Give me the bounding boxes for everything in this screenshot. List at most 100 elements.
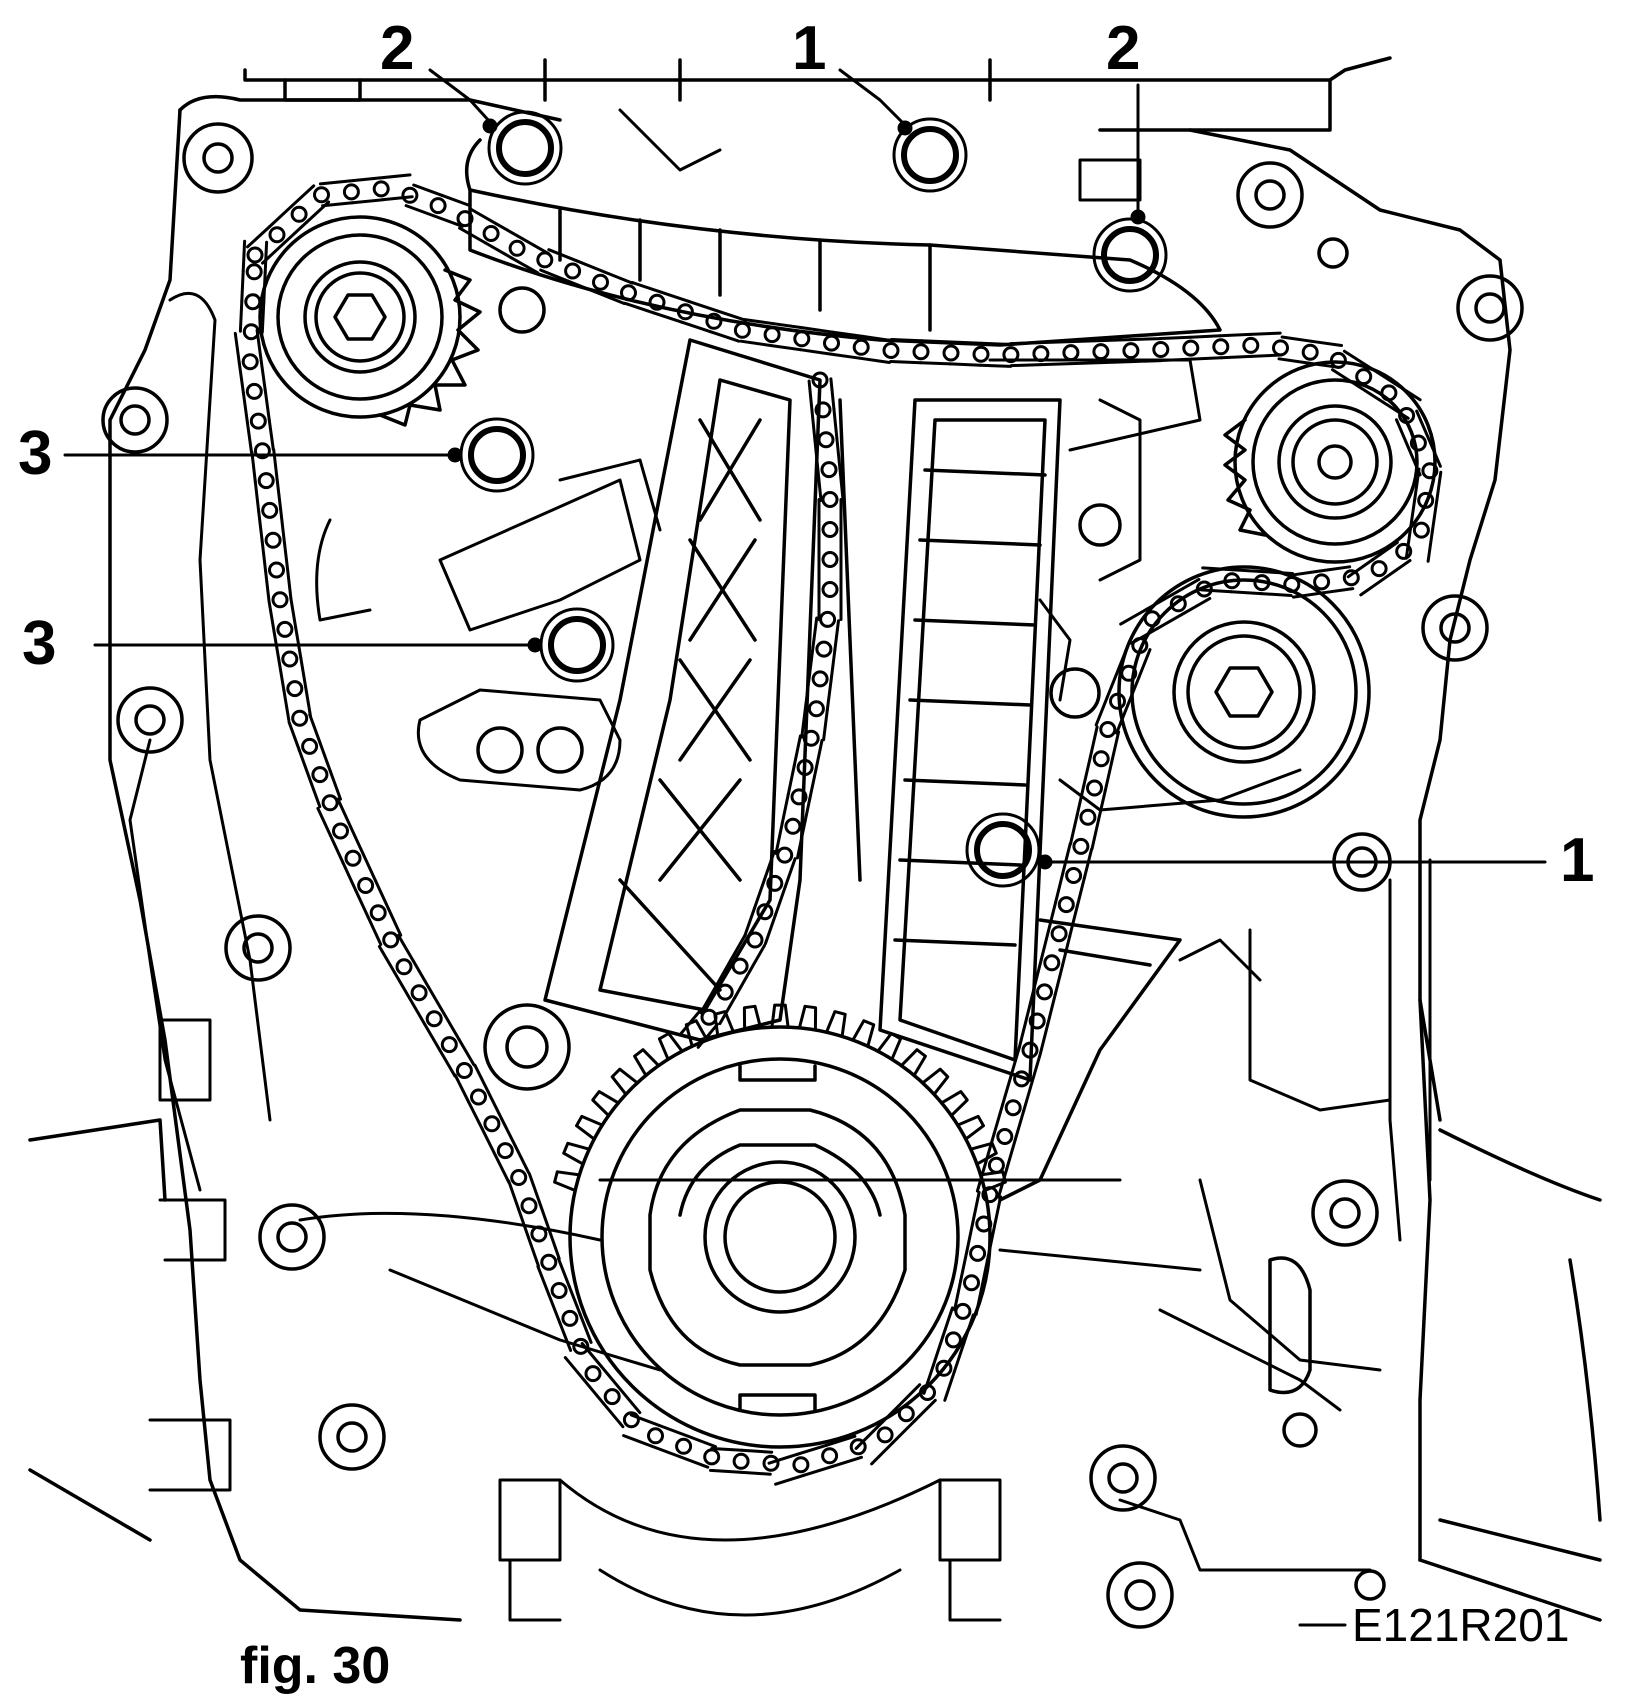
chain-link xyxy=(372,180,390,198)
chain-link xyxy=(311,766,329,784)
chain-plate xyxy=(374,879,390,910)
callout-1-right: 1 xyxy=(1560,826,1595,895)
chain-plate xyxy=(297,748,311,780)
chain-link xyxy=(401,186,419,204)
chain-link xyxy=(1120,664,1138,682)
chain-plate xyxy=(423,1022,442,1052)
chain-plate xyxy=(486,1090,504,1121)
chain-link xyxy=(731,957,749,975)
chain-link xyxy=(313,186,330,204)
chain-plate xyxy=(1117,639,1132,671)
chain-plate xyxy=(500,1117,517,1148)
chain-plate xyxy=(1413,467,1421,501)
chain-plate xyxy=(246,225,272,249)
chain-link xyxy=(756,903,774,921)
chain-link xyxy=(440,1036,458,1054)
chain-link xyxy=(244,293,262,311)
chain-plate xyxy=(351,198,384,205)
chain-plate xyxy=(594,290,626,305)
chain-plate xyxy=(824,1434,857,1447)
chain-plate xyxy=(267,418,275,451)
chain-plate xyxy=(294,626,303,659)
chain-link xyxy=(483,1115,501,1133)
chain-plate xyxy=(623,301,655,315)
figure-caption: fig. 30 xyxy=(240,1637,391,1695)
chain-link xyxy=(520,1197,538,1215)
chain-plate xyxy=(619,1388,642,1415)
chain-plate xyxy=(575,259,606,274)
chain-plate xyxy=(1277,357,1311,365)
chain-link xyxy=(1398,407,1416,424)
chain-link xyxy=(1062,344,1080,362)
chain-plate xyxy=(804,676,811,709)
crankshaft-sprocket xyxy=(568,1025,992,1449)
chain-plate xyxy=(495,222,525,241)
chain-plate xyxy=(814,738,824,772)
chain-plate xyxy=(980,1254,990,1287)
chain-plate xyxy=(267,600,276,633)
chain-plate xyxy=(831,1455,863,1468)
chain-plate xyxy=(1331,368,1360,388)
chain-plate xyxy=(807,646,815,679)
chain-plate xyxy=(275,477,283,511)
chain-link xyxy=(290,205,308,223)
chain-link xyxy=(584,1365,602,1383)
chain-plate xyxy=(341,861,358,892)
chain-link xyxy=(301,737,319,755)
chain-link xyxy=(817,431,835,449)
chain-plate xyxy=(753,878,766,910)
chain-link xyxy=(700,1008,718,1026)
chain-plate xyxy=(912,1398,937,1423)
chain-link xyxy=(746,931,764,949)
chain-plate xyxy=(986,1224,996,1258)
chain-link xyxy=(815,640,833,658)
chain-plate xyxy=(993,1195,1003,1228)
chain-link xyxy=(286,680,304,698)
chain-plate xyxy=(1039,929,1050,962)
chain-plate xyxy=(658,290,691,303)
chain-link xyxy=(705,312,723,330)
chain-link xyxy=(530,1225,548,1243)
chain-link xyxy=(732,1452,750,1470)
chain-link xyxy=(246,246,264,264)
chain-link xyxy=(410,984,428,1002)
chain-plate xyxy=(1089,725,1099,758)
chain-plate xyxy=(1288,569,1322,577)
chain-plate xyxy=(440,193,472,208)
chain-plate xyxy=(262,270,267,304)
chain-plate xyxy=(780,793,790,826)
chain-plate xyxy=(813,439,820,473)
chain-plate xyxy=(687,299,719,313)
chain-plate xyxy=(1291,591,1325,599)
chain-link xyxy=(1065,867,1083,884)
chain-plate xyxy=(816,469,823,502)
chain-plate xyxy=(348,824,365,856)
mounting-holes xyxy=(101,122,1524,1629)
chain-link xyxy=(935,1359,953,1377)
fixed-chain-guide xyxy=(543,338,862,1042)
chain-link xyxy=(796,759,814,776)
chain-plate xyxy=(412,183,444,197)
chain-link xyxy=(1072,837,1090,855)
chain-plate xyxy=(953,1279,963,1312)
chain-plate xyxy=(833,619,840,652)
chain-link xyxy=(1313,573,1331,591)
chain-plate xyxy=(1182,597,1212,615)
chain-link xyxy=(733,321,751,339)
chain-plate xyxy=(699,985,718,1015)
chain-plate xyxy=(510,256,540,275)
chain-link xyxy=(342,183,360,201)
chain-link xyxy=(1355,368,1373,386)
chain-plate xyxy=(1368,365,1397,386)
chain-link xyxy=(508,239,526,257)
chain-plate xyxy=(965,1220,975,1253)
chain-plate xyxy=(260,300,266,334)
chain-plate xyxy=(1110,730,1121,763)
sprocket-tooth xyxy=(770,1003,790,1029)
chain-plate xyxy=(484,241,514,260)
chain-plate xyxy=(715,309,748,322)
chain-plate xyxy=(329,834,345,865)
chain-plate xyxy=(580,1342,603,1368)
chain-plate xyxy=(1115,703,1130,735)
chain-plate xyxy=(1229,590,1263,596)
